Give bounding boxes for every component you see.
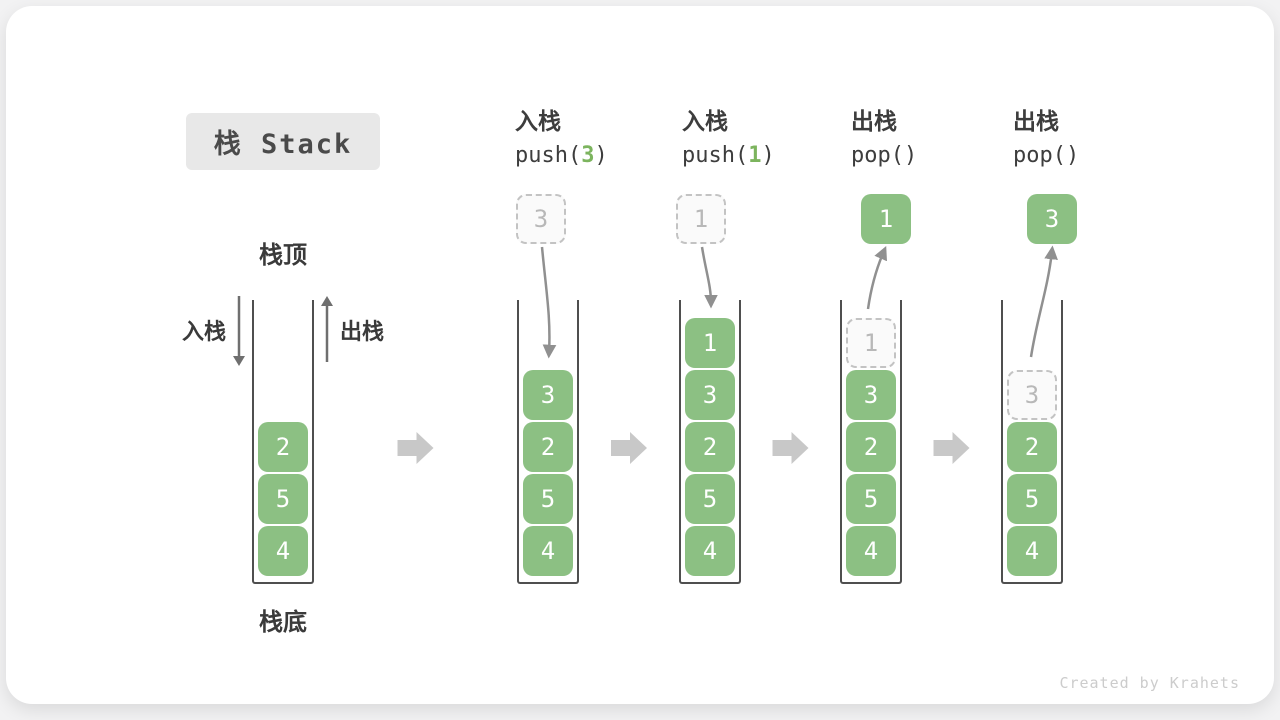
stack-cell: 5 [258, 474, 308, 524]
float-cell: 3 [516, 194, 566, 244]
stack-cell: 2 [523, 422, 573, 472]
stack-cell: 5 [1007, 474, 1057, 524]
stack-container [1001, 300, 1063, 584]
stack-cell: 2 [685, 422, 735, 472]
stack-cell: 2 [1007, 422, 1057, 472]
op-code: push(1) [682, 142, 775, 170]
step-transition-arrow [611, 432, 647, 464]
op-code-pre: pop( [1013, 143, 1066, 168]
ghost-cell: 3 [1007, 370, 1057, 420]
stack-container [679, 300, 741, 584]
stack-cell: 1 [685, 318, 735, 368]
stack-cell: 4 [1007, 526, 1057, 576]
op-code-arg: 3 [581, 143, 595, 168]
push-arrow-icon [233, 296, 245, 366]
op-code-pre: pop( [851, 143, 904, 168]
title-badge: 栈 Stack [186, 113, 380, 170]
op-code-post: ) [594, 143, 608, 168]
op-title: 入栈 [515, 108, 561, 134]
stack-cell: 5 [846, 474, 896, 524]
op-code: pop() [851, 142, 917, 170]
stack-cell: 4 [258, 526, 308, 576]
float-cell: 3 [1027, 194, 1077, 244]
float-cell: 1 [676, 194, 726, 244]
stack-cell: 4 [846, 526, 896, 576]
stack-bottom-label: 栈底 [259, 609, 307, 636]
stack-cell: 4 [523, 526, 573, 576]
stack-cell: 5 [685, 474, 735, 524]
pop-arrow-icon [321, 296, 333, 362]
op-title: 入栈 [682, 108, 728, 134]
op-code: pop() [1013, 142, 1079, 170]
step-transition-arrow [933, 432, 970, 464]
op-code-arg: 1 [748, 143, 762, 168]
op-code-post: ) [903, 143, 918, 168]
stack-cell: 5 [523, 474, 573, 524]
stack-cell: 3 [523, 370, 573, 420]
op-code: push(3) [515, 142, 608, 170]
stack-container [517, 300, 579, 584]
op-title: 出栈 [1013, 108, 1059, 134]
op-code-pre: push( [682, 143, 749, 168]
stack-container [252, 300, 314, 584]
push-flow-arrow [700, 246, 718, 309]
stack-cell: 4 [685, 526, 735, 576]
watermark: Created by Krahets [1059, 674, 1240, 692]
pop-direction-label: 出栈 [340, 319, 385, 344]
op-code-post: ) [761, 143, 775, 168]
push-direction-label: 入栈 [181, 319, 226, 344]
op-code-post: ) [1065, 143, 1080, 168]
ghost-cell: 1 [846, 318, 896, 368]
op-title: 出栈 [851, 108, 897, 134]
stack-cell: 3 [685, 370, 735, 420]
stack-cell: 2 [258, 422, 308, 472]
stack-cell: 3 [846, 370, 896, 420]
stack-container [840, 300, 902, 584]
step-transition-arrow [772, 432, 809, 464]
float-cell: 1 [861, 194, 911, 244]
op-code-pre: push( [515, 143, 582, 168]
stack-top-label: 栈顶 [259, 242, 307, 269]
step-transition-arrow [397, 432, 434, 464]
stack-cell: 2 [846, 422, 896, 472]
